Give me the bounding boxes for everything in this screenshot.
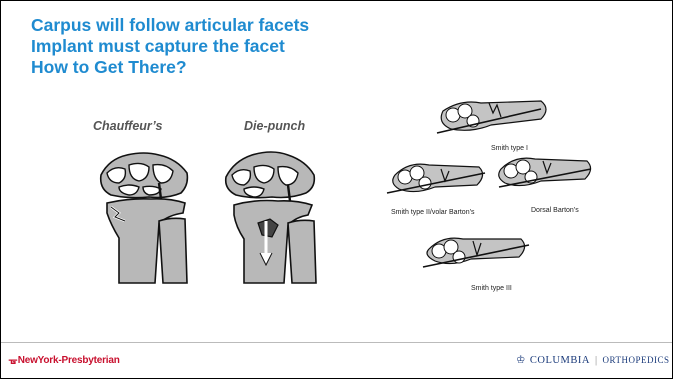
columbia-crown-icon: ♔ xyxy=(516,355,526,366)
smith-fracture-types-illustration xyxy=(381,89,611,309)
title-line-1: Carpus will follow articular facets xyxy=(31,15,309,36)
chauffeur-label: Chauffeur’s xyxy=(93,119,162,133)
columbia-orthopedics-logo: ♔ COLUMBIA | ORTHOPEDICS xyxy=(516,354,670,366)
nyp-logo-text: NewYork-Presbyterian xyxy=(18,355,120,366)
smith-type-2-caption: Smith type II/volar Barton’s xyxy=(391,209,475,216)
smith-type-1-caption: Smith type I xyxy=(491,145,528,152)
smith-type-3-caption: Smith type III xyxy=(471,285,512,292)
nyp-logo-mark-icon: ᚗ xyxy=(9,355,17,366)
slide-title: Carpus will follow articular facets Impl… xyxy=(31,15,309,78)
chauffeur-fracture-illustration xyxy=(89,143,199,288)
columbia-text: COLUMBIA xyxy=(530,355,590,366)
footer-divider xyxy=(1,342,672,343)
die-punch-label: Die-punch xyxy=(244,119,305,133)
die-punch-fracture-illustration xyxy=(216,143,331,288)
title-line-3: How to Get There? xyxy=(31,57,309,78)
dorsal-barton-caption: Dorsal Barton’s xyxy=(531,207,579,214)
logo-separator: | xyxy=(595,355,598,366)
title-line-2: Implant must capture the facet xyxy=(31,36,309,57)
newyork-presbyterian-logo: ᚗNewYork-Presbyterian xyxy=(9,355,120,366)
orthopedics-text: ORTHOPEDICS xyxy=(603,355,670,365)
